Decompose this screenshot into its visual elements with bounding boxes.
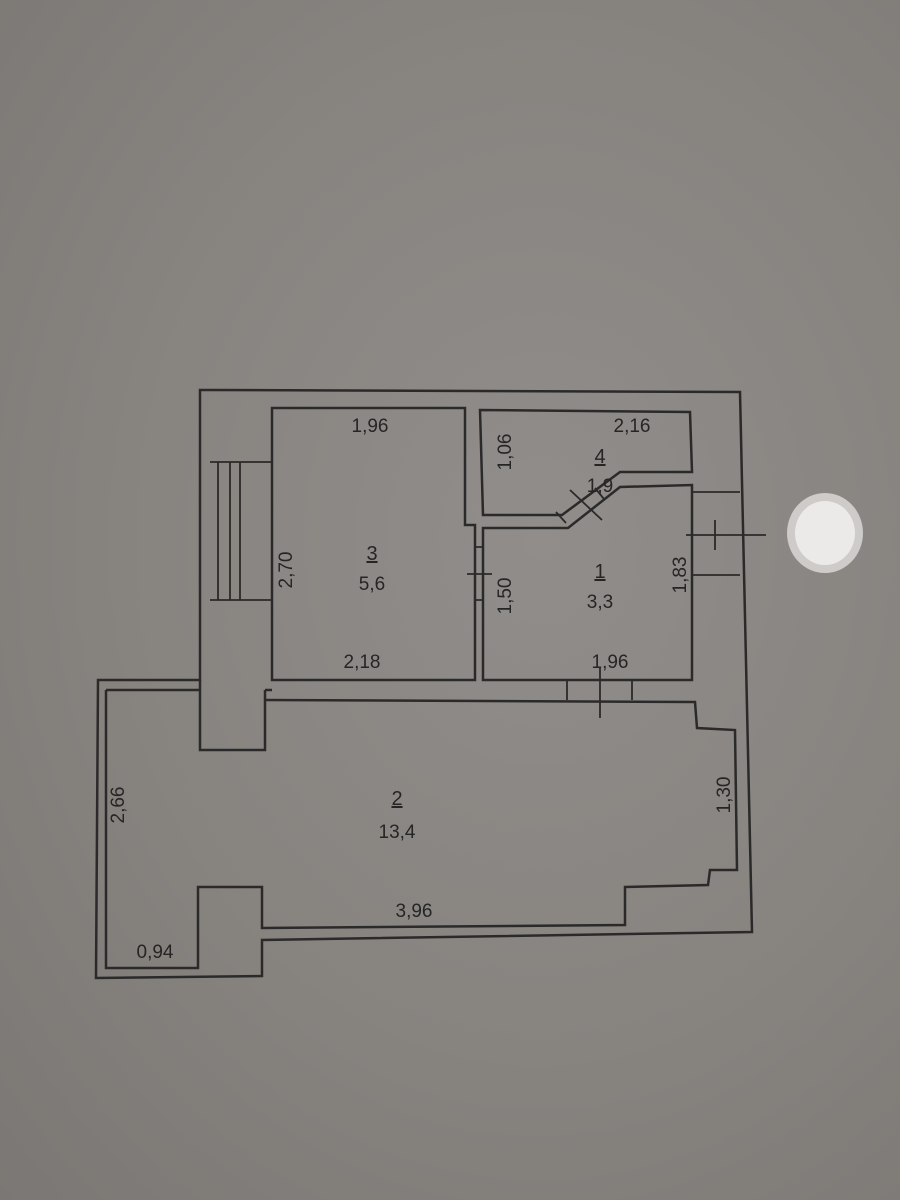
room-3-number: 3 (366, 543, 377, 565)
dim-room4-left: 1,06 (495, 434, 516, 471)
room-1-outline (481, 483, 694, 682)
dim-room3-bottom: 2,18 (344, 652, 381, 673)
outer-wall (94, 388, 754, 980)
room-2-outline (104, 690, 739, 970)
dim-room1-left: 1,50 (495, 578, 516, 615)
door-room1-room2 (566, 668, 633, 718)
window (210, 461, 272, 601)
dim-room1-right: 1,83 (670, 557, 691, 594)
room-4-outline (478, 408, 694, 517)
blurred-stamp-core (795, 501, 855, 565)
dim-room3-top: 1,96 (352, 416, 389, 437)
dim-room2-right: 1,30 (714, 777, 735, 814)
entrance-door (686, 491, 766, 576)
dim-room4-top: 2,16 (614, 416, 651, 437)
room-4-number: 4 (594, 446, 605, 468)
room-1-area: 3,3 (587, 592, 613, 613)
dim-room2-bottom: 3,96 (396, 901, 433, 922)
dim-room2-nook: 0,94 (137, 942, 174, 963)
room-2-area: 13,4 (379, 822, 416, 843)
dim-room1-bottom: 1,96 (592, 652, 629, 673)
room-3-area: 5,6 (359, 574, 385, 595)
dim-room3-left: 2,70 (276, 552, 297, 589)
room-1-number: 1 (594, 561, 605, 583)
dim-room2-left: 2,66 (108, 787, 129, 824)
room-2-number: 2 (391, 788, 402, 810)
pillar (198, 680, 267, 752)
door-room3-room1 (467, 546, 492, 601)
room-4-area: 1,9 (587, 476, 613, 497)
room-3-outline (270, 406, 477, 682)
door-room4-room1 (555, 487, 605, 524)
